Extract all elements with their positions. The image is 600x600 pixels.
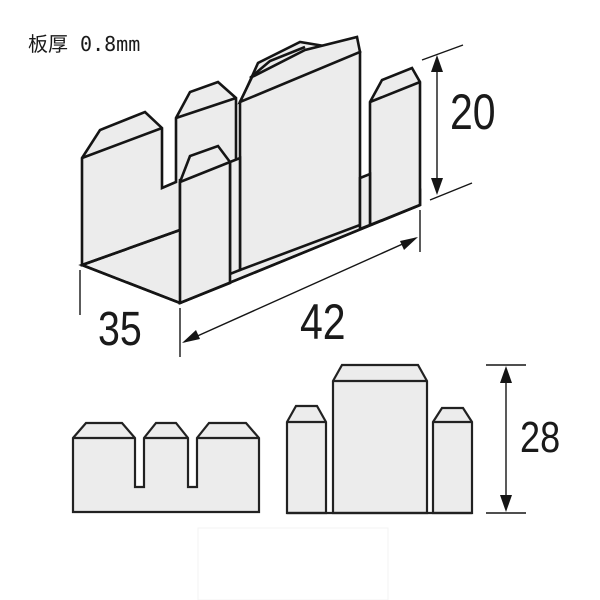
plate-thickness-label: 板厚 0.8mm <box>28 32 141 56</box>
middle-top-ridge <box>249 45 306 79</box>
dimension-label-28: 28 <box>520 413 561 462</box>
flat-side-a-outline <box>71 421 261 514</box>
second-tab-bevel-edge <box>175 96 237 120</box>
flat-center-panel <box>331 363 429 515</box>
isometric-bracket-view <box>78 35 473 357</box>
flat-right-tab <box>431 406 474 515</box>
gap-strip-right <box>358 172 372 231</box>
flat-pattern-side-a <box>71 421 261 514</box>
front-tab-bevel-edge <box>179 160 231 184</box>
front-bottom-edge <box>81 203 421 305</box>
dimension-length-42 <box>182 210 421 343</box>
dimension-height-20 <box>421 44 473 201</box>
dimension-label-20: 20 <box>450 84 496 140</box>
dimension-label-35: 35 <box>98 303 142 356</box>
dimension-label-42: 42 <box>300 294 346 350</box>
front-tab <box>178 144 232 305</box>
middle-back-panel-top <box>237 35 362 105</box>
floor-back-edge <box>81 228 181 267</box>
gap-strip-left <box>228 156 242 276</box>
left-tab-bevel-edge <box>81 126 163 160</box>
dimension-depth-35 <box>79 270 181 357</box>
flat-pattern-side-b <box>285 363 526 515</box>
dimension-height-28 <box>486 364 526 514</box>
faint-placeholder-box <box>197 527 389 600</box>
right-tab-bevel-edge <box>369 80 421 104</box>
